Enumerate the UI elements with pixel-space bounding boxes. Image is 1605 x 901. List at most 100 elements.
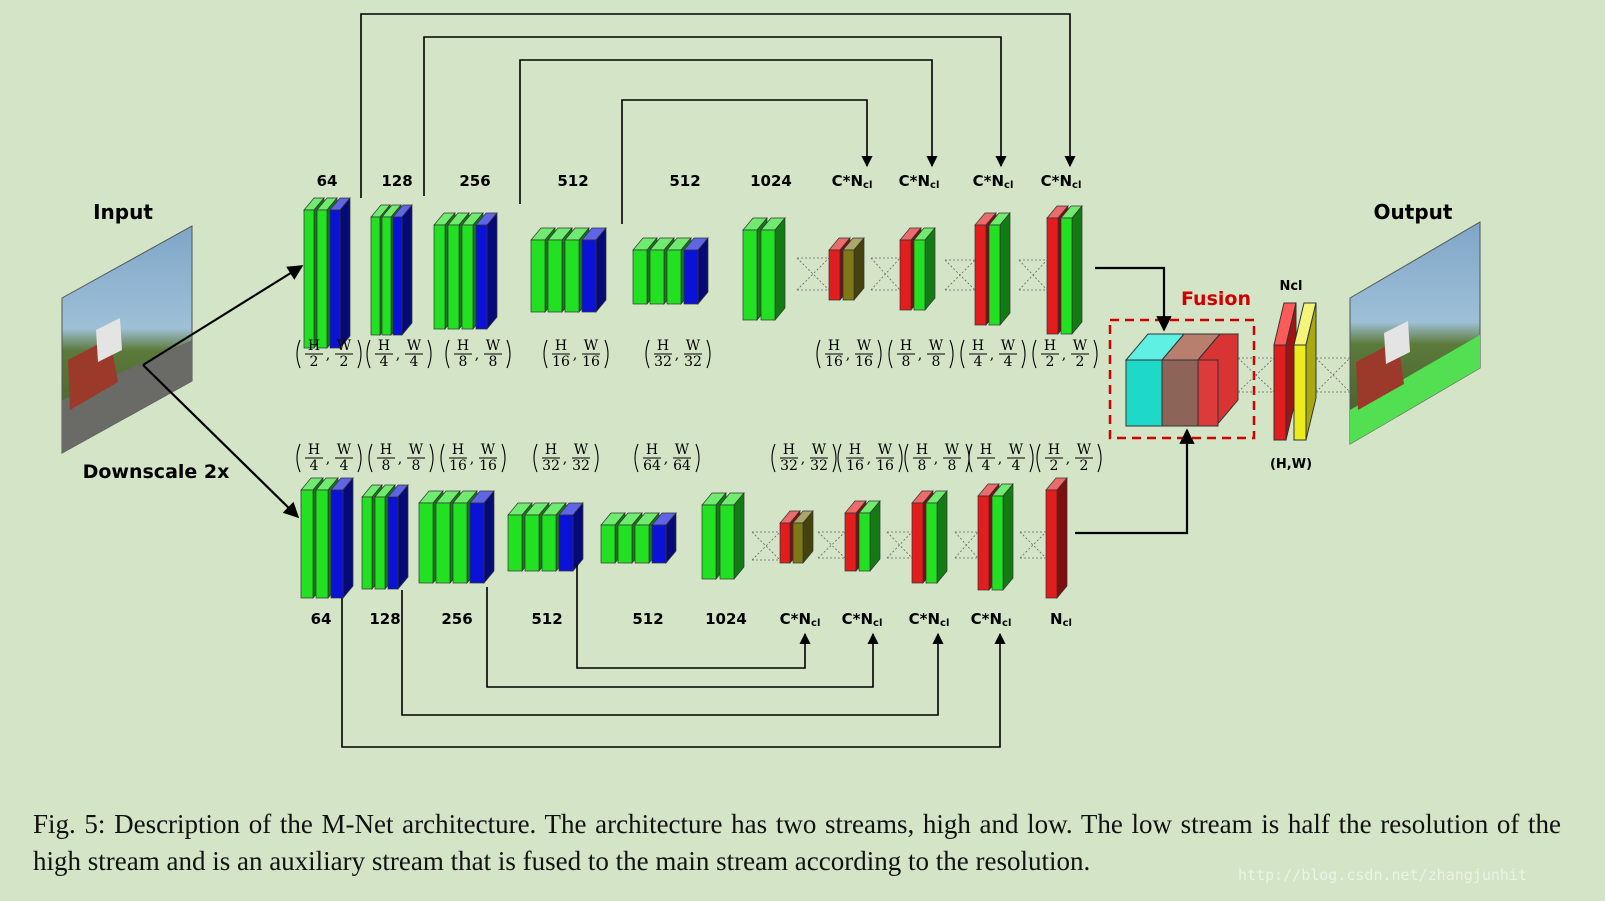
dotted-link	[796, 257, 830, 291]
svg-text:,: ,	[998, 451, 1002, 467]
low-channel-label: C*Ncl	[842, 610, 883, 629]
low-block-512b	[600, 512, 677, 564]
svg-text:,: ,	[475, 347, 479, 363]
svg-text:W: W	[1009, 442, 1024, 458]
high-score-2	[1046, 205, 1083, 335]
svg-text:,: ,	[563, 451, 567, 467]
high-channel-label: C*Ncl	[973, 172, 1014, 191]
svg-text:,: ,	[990, 347, 994, 363]
low-score-2	[1045, 477, 1068, 599]
low-block-1024	[701, 492, 745, 580]
svg-text:W: W	[337, 442, 352, 458]
low-resolution-labels: H4W4,H8W8,H16W16,H32W32,H64W64,H32W32,H1…	[296, 442, 1102, 474]
svg-text:H: H	[849, 442, 861, 458]
low-block-256	[418, 490, 495, 584]
svg-text:32: 32	[572, 458, 590, 474]
high-block-64	[303, 197, 351, 349]
high-score-16	[828, 237, 865, 301]
output-segmented-image	[1349, 221, 1481, 445]
svg-text:16: 16	[876, 458, 894, 474]
svg-text:2: 2	[340, 354, 349, 370]
svg-text:H: H	[380, 442, 392, 458]
svg-text:32: 32	[780, 458, 798, 474]
svg-text:4: 4	[380, 354, 389, 370]
svg-text:4: 4	[1012, 458, 1021, 474]
svg-text:H: H	[783, 442, 795, 458]
svg-text:16: 16	[846, 458, 864, 474]
svg-text:H: H	[900, 338, 912, 354]
low-channel-label: 1024	[705, 610, 747, 628]
svg-text:,: ,	[1062, 347, 1066, 363]
low-channel-label: C*Ncl	[909, 610, 950, 629]
high-channel-label: 512	[669, 172, 700, 190]
svg-text:64: 64	[643, 458, 661, 474]
dotted-connections	[751, 257, 1351, 561]
svg-text:,: ,	[326, 347, 330, 363]
downscale-label: Downscale 2x	[83, 461, 230, 483]
svg-text:,: ,	[918, 347, 922, 363]
dotted-link	[886, 531, 913, 559]
low-score-32	[779, 510, 814, 564]
svg-text:H: H	[980, 442, 992, 458]
high-block-512a	[530, 227, 607, 313]
svg-text:4: 4	[410, 354, 419, 370]
svg-text:H: H	[457, 338, 469, 354]
svg-text:32: 32	[654, 354, 672, 370]
final-output-layers	[1273, 302, 1317, 441]
svg-text:,: ,	[1066, 451, 1070, 467]
svg-text:2: 2	[1050, 458, 1059, 474]
svg-text:,: ,	[675, 347, 679, 363]
svg-text:8: 8	[459, 354, 468, 370]
svg-text:16: 16	[479, 458, 497, 474]
low-channel-label: 64	[311, 610, 332, 628]
low-channel-label: 512	[632, 610, 663, 628]
flow-arrows	[142, 265, 1195, 535]
svg-text:W: W	[337, 338, 352, 354]
low-channel-label: 256	[441, 610, 472, 628]
output-label: Output	[1374, 200, 1453, 224]
high-channel-label: 512	[557, 172, 588, 190]
svg-text:4: 4	[974, 354, 983, 370]
ncl-label: Ncl	[1279, 279, 1302, 294]
svg-text:16: 16	[825, 354, 843, 370]
svg-text:16: 16	[582, 354, 600, 370]
svg-text:H: H	[308, 338, 320, 354]
svg-text:W: W	[945, 442, 960, 458]
svg-text:4: 4	[310, 458, 319, 474]
svg-text:H: H	[555, 338, 567, 354]
svg-text:,: ,	[846, 347, 850, 363]
low-score-16	[844, 500, 881, 572]
low-channel-label: C*Ncl	[971, 610, 1012, 629]
svg-text:4: 4	[982, 458, 991, 474]
svg-text:W: W	[812, 442, 827, 458]
svg-text:64: 64	[673, 458, 691, 474]
high-channel-label: 1024	[750, 172, 792, 190]
svg-text:H: H	[1048, 442, 1060, 458]
svg-text:16: 16	[449, 458, 467, 474]
svg-text:H: H	[972, 338, 984, 354]
high-channel-label: 256	[459, 172, 490, 190]
high-channel-label: C*Ncl	[899, 172, 940, 191]
svg-text:W: W	[1001, 338, 1016, 354]
svg-text:H: H	[378, 338, 390, 354]
hw-label: (H,W)	[1270, 457, 1312, 472]
svg-text:H: H	[646, 442, 658, 458]
svg-text:2: 2	[1080, 458, 1089, 474]
high-score-8	[899, 227, 936, 311]
svg-text:W: W	[486, 338, 501, 354]
svg-text:2: 2	[310, 354, 319, 370]
low-block-64	[300, 477, 354, 599]
high-block-128	[370, 204, 413, 336]
